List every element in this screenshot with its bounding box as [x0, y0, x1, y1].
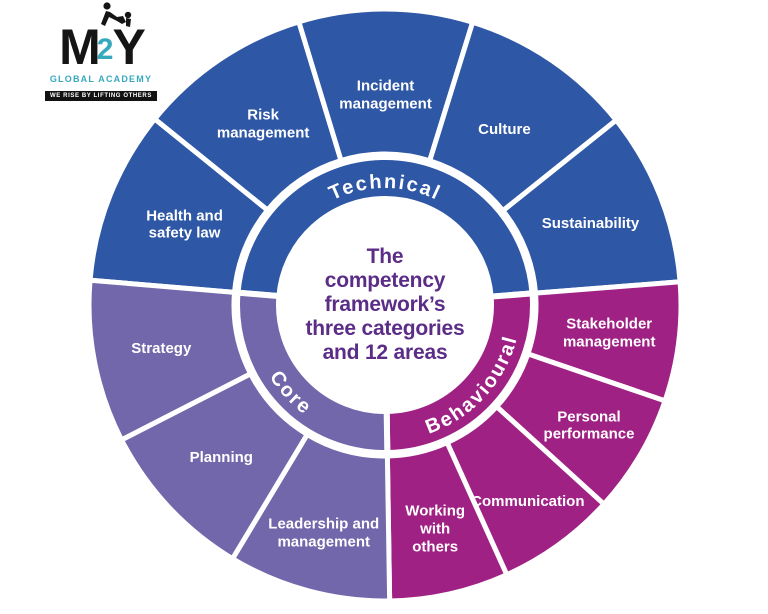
center-text: The competency framework’s three categor… — [305, 245, 465, 364]
logo-tagline: WE RISE BY LIFTING OTHERS — [45, 91, 157, 101]
ring-technical — [234, 154, 536, 300]
people-silhouette-icon — [101, 2, 132, 27]
ring-core — [234, 289, 391, 456]
logo: M 2 Y GLOBAL ACADEMY WE RISE BY LIFTING … — [36, 2, 166, 102]
logo-letter-2: 2 — [96, 33, 114, 66]
logo-letter-y: Y — [112, 19, 145, 75]
logo-name: GLOBAL ACADEMY — [49, 74, 153, 84]
logo-letter-m: M — [59, 19, 101, 75]
logo-letters: M 2 Y — [36, 10, 166, 72]
